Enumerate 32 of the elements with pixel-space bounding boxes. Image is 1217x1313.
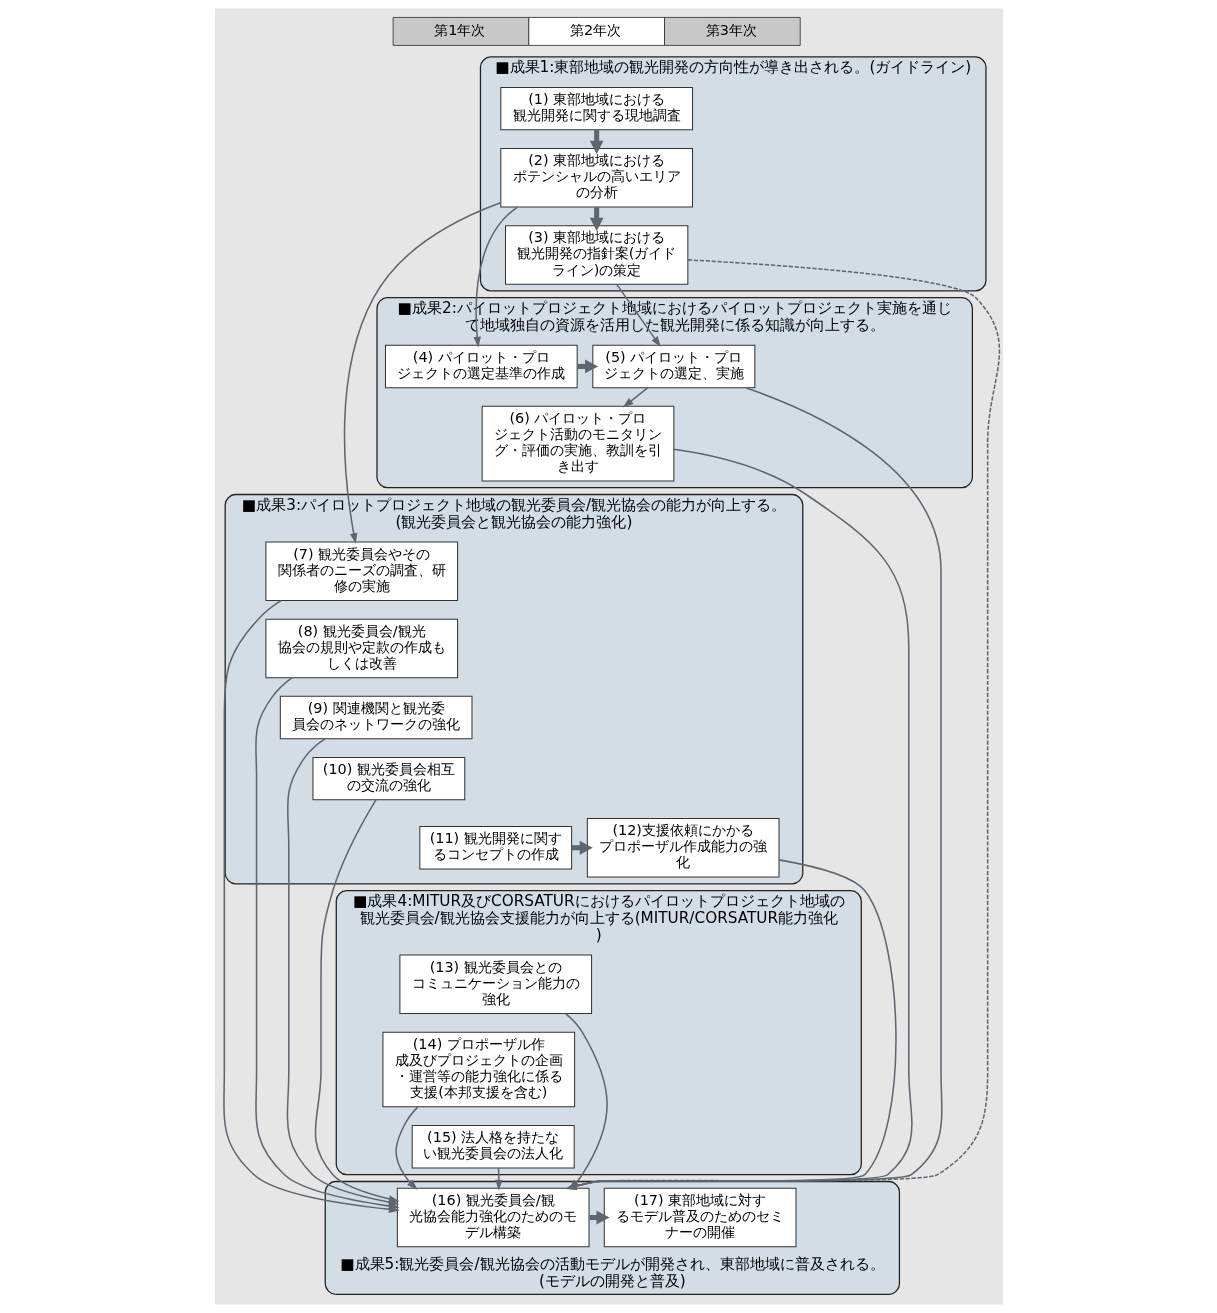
node-box: (1) 東部地域における観光開発に関する現地調査 [499,86,693,131]
node-box: (3) 東部地域における観光開発の指針案(ガイドライン)の策定 [504,225,688,285]
label: 第1年次 [433,21,485,38]
node-box: (2) 東部地域におけるポテンシャルの高いエリアの分析 [499,147,693,208]
node-box: (13) 観光委員会とのコミュニケーション能力の強化 [398,954,592,1015]
node-box: (12)支援依頼にかかるプロポーザル作成能力の強化 [586,818,779,878]
arrow [564,1012,608,1190]
arrow [615,283,661,348]
node-box: (5) パイロット・プロジェクトの選定、実施 [591,344,755,389]
arrow [622,386,649,408]
node-box: (8) 観光委員会/観光協会の規則や定款の作成もしくは改善 [264,618,458,679]
node-box: (14) プロポーザル作成及びプロジェクトの企画・運営等の能力強化に係る支援(本邦支援を含む) [381,1031,575,1108]
label: 第3年次 [705,21,757,38]
arrow [473,206,518,348]
arrow [343,201,501,544]
node-box: (6) パイロット・プロジェクト活動のモニタリング・評価の実施、教訓を引き出す [481,405,674,482]
node-box: (16) 観光委員会/観光協会能力強化のためのモデル構築 [396,1187,590,1248]
node-box: (10) 観光委員会相互の交流の強化 [311,756,465,801]
arrow [394,1106,418,1190]
arrow [565,448,913,1190]
arrow [494,1167,503,1191]
arrow [314,799,399,1203]
node-box: (7) 観光委員会やその関係者のニーズの調査、研修の実施 [264,541,458,602]
node-box: (17) 東部地域に対するモデル普及のためのセミナーの開催 [603,1187,796,1248]
node-box: (11) 観光開発に関するコンセプトの作成 [418,826,572,870]
node-box: (9) 関連機関と観光委員会のネットワークの強化 [279,695,472,740]
arrow [565,386,943,1190]
node-box: (15) 法人格を持たない観光委員会の法人化 [411,1125,575,1169]
arrow [565,259,1000,1190]
node-box: (4) パイロット・プロジェクトの選定基準の作成 [384,344,578,389]
arrow [565,859,897,1190]
label: 第2年次 [569,21,621,38]
